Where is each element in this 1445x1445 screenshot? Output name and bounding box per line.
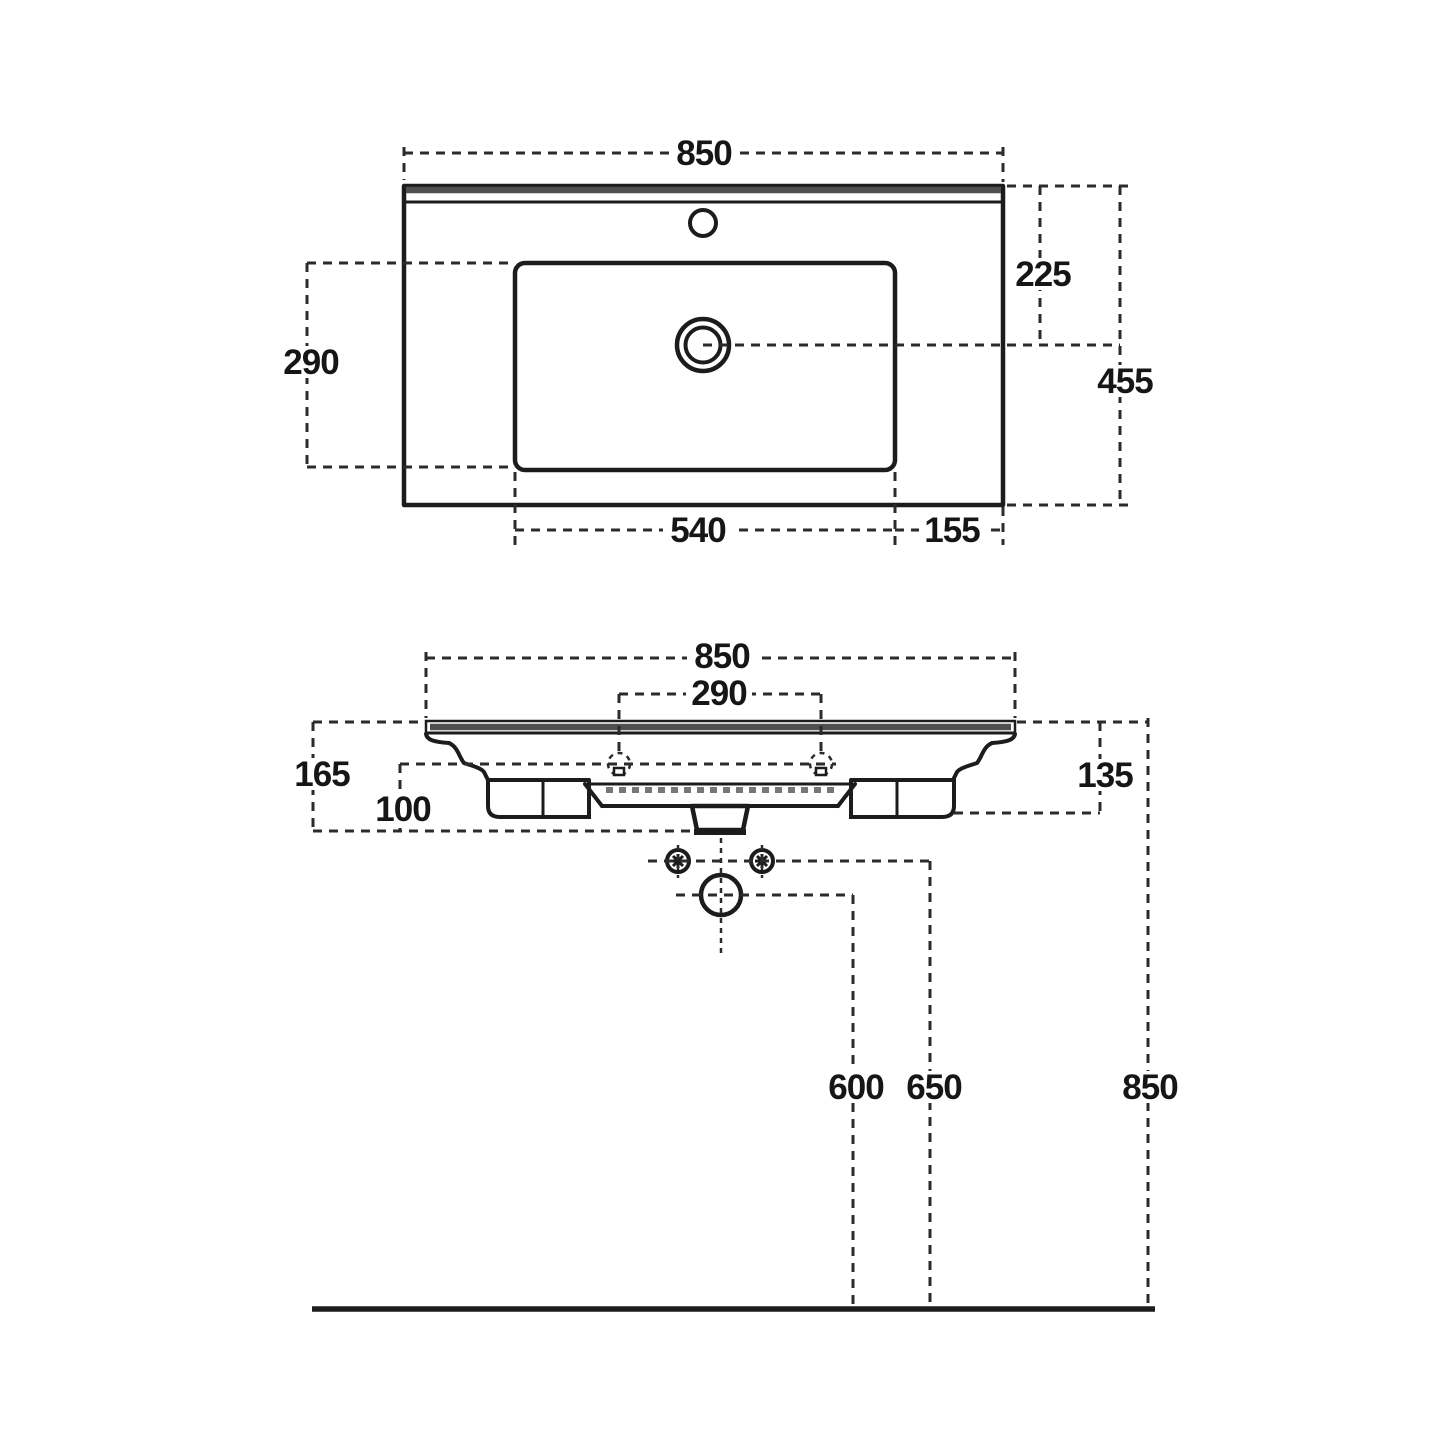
dim-front-rim-height: 850 [1118, 1068, 1182, 1107]
plan-construction-lines [305, 147, 1132, 545]
dim-label: 155 [924, 511, 980, 550]
tap-hole [688, 208, 718, 238]
dim-label: 165 [294, 755, 350, 794]
front-construction-lines [311, 652, 1150, 1309]
dim-plan-bowl-width: 540 [663, 511, 733, 550]
dim-label: 650 [906, 1068, 962, 1107]
waste-boss [689, 803, 751, 835]
fixing-lug-right [849, 778, 956, 819]
dim-label: 135 [1077, 756, 1133, 795]
right-profile [951, 732, 1017, 782]
dim-front-fixing-centres: 290 [686, 674, 752, 713]
dim-front-drain-outlet-height: 600 [824, 1068, 888, 1107]
fixing-lug-left [486, 778, 591, 819]
dim-label: 540 [670, 511, 726, 550]
underside [583, 782, 857, 808]
dim-label: 225 [1015, 255, 1071, 294]
dim-label: 455 [1097, 362, 1153, 401]
rim [424, 719, 1017, 735]
dim-plan-overall-width: 850 [669, 134, 739, 173]
dim-label: 600 [828, 1068, 884, 1107]
dim-front-supply-height: 650 [902, 1068, 966, 1107]
dim-front-left-height: 165 [292, 755, 352, 794]
dim-label: 850 [1122, 1068, 1178, 1107]
dim-plan-drain-setback: 225 [1010, 255, 1076, 294]
dim-label: 850 [694, 637, 750, 676]
dim-label: 850 [676, 134, 732, 173]
dim-plan-right-margin: 155 [919, 511, 985, 550]
dim-label: 290 [691, 674, 747, 713]
dim-label: 100 [375, 790, 431, 829]
dim-plan-bowl-depth: 290 [278, 343, 344, 382]
left-profile [424, 732, 490, 782]
dim-plan-overall-depth: 455 [1092, 362, 1158, 401]
dim-front-right-height: 135 [1075, 756, 1135, 795]
plan-view: 850 225 455 290 540 155 [278, 134, 1158, 550]
dim-front-lug-height: 100 [373, 790, 433, 829]
dim-label: 290 [283, 343, 339, 382]
front-view: 850 290 165 100 135 600 650 850 [292, 637, 1182, 1312]
dim-front-overall-width: 850 [687, 637, 757, 676]
bowl-outline [512, 260, 898, 473]
